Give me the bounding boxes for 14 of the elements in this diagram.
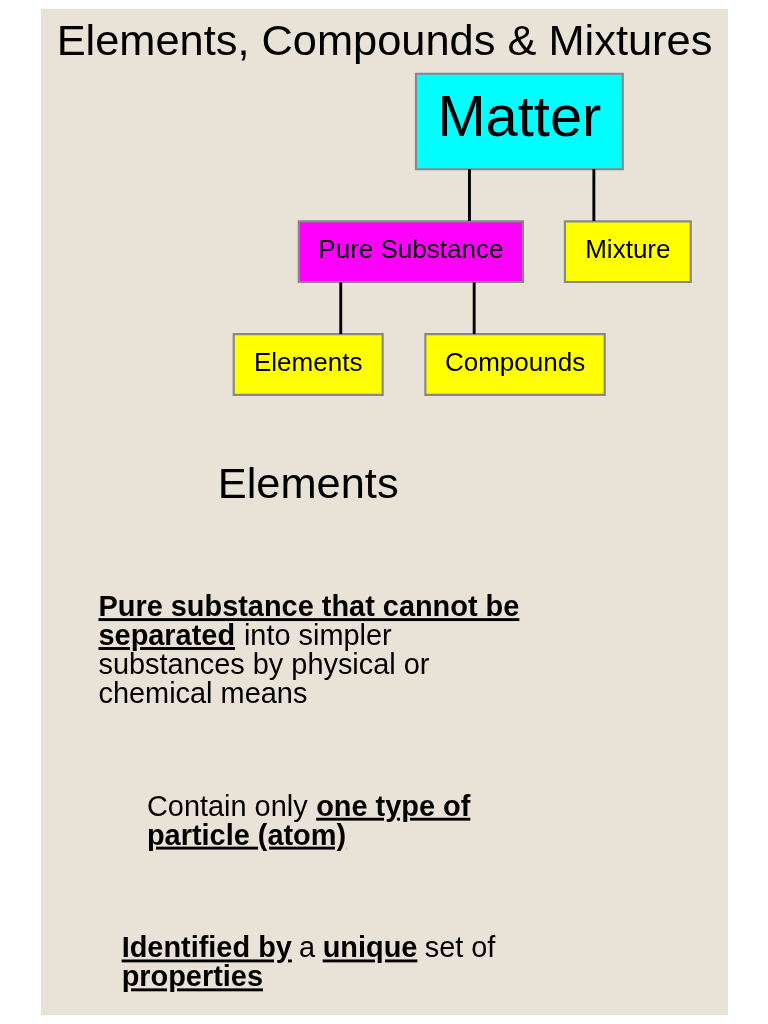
connector — [467, 169, 471, 221]
connector — [591, 169, 595, 221]
node-box: Elements — [232, 333, 384, 396]
connector — [472, 282, 476, 335]
label: Pure substance that cannot be separated into simpler substances by physical or chemical means — [97, 590, 519, 709]
node-box: Mixture — [563, 220, 692, 284]
node-box: Compounds — [423, 333, 606, 396]
connector — [338, 282, 342, 335]
label: Elements — [217, 458, 399, 507]
diagram-title: Elements, Compounds & Mixtures — [56, 15, 712, 64]
label: Contain only one type of particle (atom) — [146, 789, 470, 851]
label: Identified by a unique set of properties — [121, 931, 495, 993]
node-box: Pure Substance — [297, 220, 524, 284]
node-box: Matter — [414, 72, 624, 171]
